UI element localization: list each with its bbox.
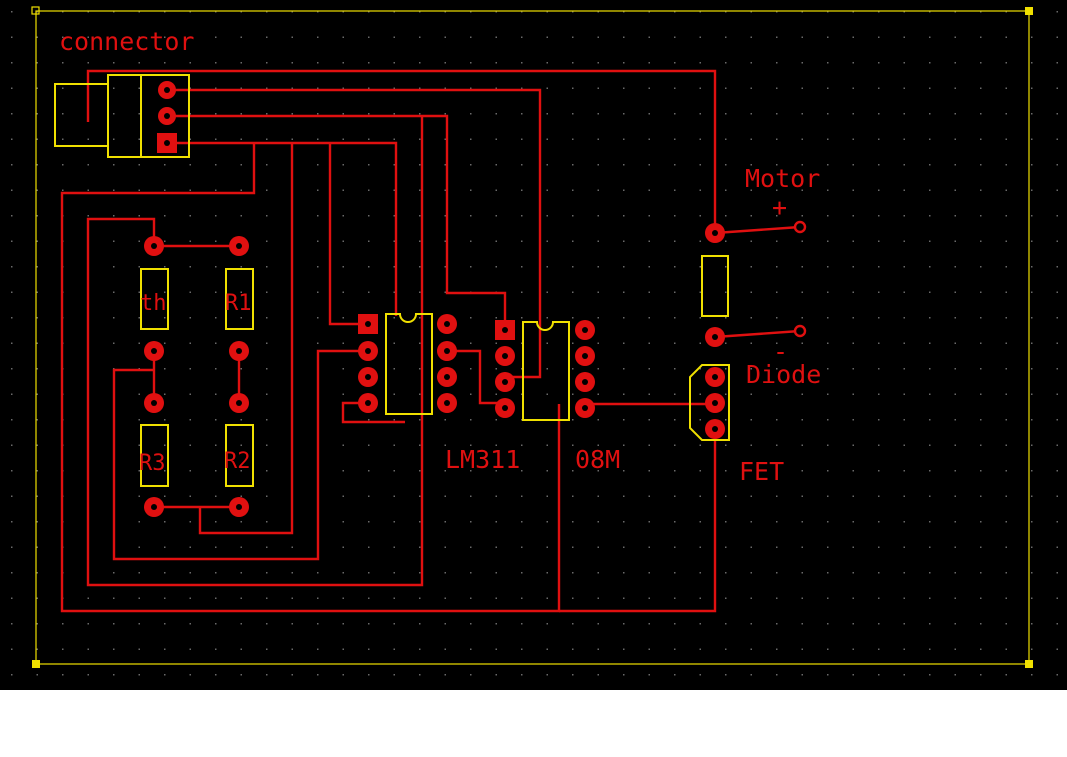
r1-body-outline <box>225 268 254 330</box>
th-pad <box>144 341 164 361</box>
blank-area-below-board <box>0 690 1067 757</box>
lm311-pin1-pad-square <box>358 314 378 334</box>
08m-pad <box>495 398 515 418</box>
lm311-pad <box>358 367 378 387</box>
th-body-outline <box>140 268 169 330</box>
lm311-pad <box>437 367 457 387</box>
r2-pad <box>229 497 249 517</box>
r1-label: R1 <box>225 291 252 316</box>
r2-pad <box>229 393 249 413</box>
fet-label: FET <box>739 457 784 486</box>
th-label: th <box>140 291 167 316</box>
fet-pad <box>705 419 725 439</box>
lm311-pad <box>358 393 378 413</box>
r1-pad <box>229 236 249 256</box>
r2-label: R2 <box>224 449 251 474</box>
08m-pad <box>575 346 595 366</box>
motor-minus-label: - <box>773 337 788 366</box>
lm311-label: LM311 <box>445 445 520 474</box>
fet-body-outline <box>689 364 730 441</box>
fet-pad <box>705 367 725 387</box>
lm311-pad <box>437 393 457 413</box>
connector-pad <box>158 81 176 99</box>
r1-pad <box>229 341 249 361</box>
lm311-pad <box>437 341 457 361</box>
connector-label: connector <box>59 27 194 56</box>
copper-traces <box>60 69 801 613</box>
r3-pad <box>144 497 164 517</box>
08m-body-outline <box>522 321 570 421</box>
th-pad <box>144 236 164 256</box>
r2-body-outline <box>225 424 254 487</box>
08m-pad <box>495 372 515 392</box>
diode-pad <box>705 327 725 347</box>
lm311-pad <box>358 341 378 361</box>
fet-pad <box>705 393 725 413</box>
lm311-body-outline <box>385 313 433 415</box>
r3-body-outline <box>140 424 169 487</box>
board-outline <box>35 10 1030 665</box>
pads <box>144 81 807 517</box>
r3-label: R3 <box>139 451 166 476</box>
diode-label: Diode <box>746 360 821 389</box>
motor-plus-terminal <box>793 220 807 234</box>
labels: connector Motor + - Diode FET LM311 08M … <box>59 27 821 486</box>
motor-plus-label: + <box>772 193 787 222</box>
connector-pad <box>158 107 176 125</box>
lm311-pad <box>437 314 457 334</box>
motor-label: Motor <box>745 164 820 193</box>
motor-minus-terminal <box>793 324 807 338</box>
diode-body-outline <box>701 255 729 317</box>
08m-pad <box>575 398 595 418</box>
08m-pin1-pad-square <box>495 320 515 340</box>
08m-pad <box>575 372 595 392</box>
silkscreen-outlines <box>54 74 730 487</box>
connector-pad-square <box>157 133 177 153</box>
diode-pad <box>705 223 725 243</box>
08m-pad <box>495 346 515 366</box>
board-corner-markers <box>31 6 1033 668</box>
pcb-layout-canvas: connector Motor + - Diode FET LM311 08M … <box>0 0 1067 690</box>
08m-pad <box>575 320 595 340</box>
08m-label: 08M <box>575 445 620 474</box>
connector-outline <box>54 74 190 158</box>
r3-pad <box>144 393 164 413</box>
